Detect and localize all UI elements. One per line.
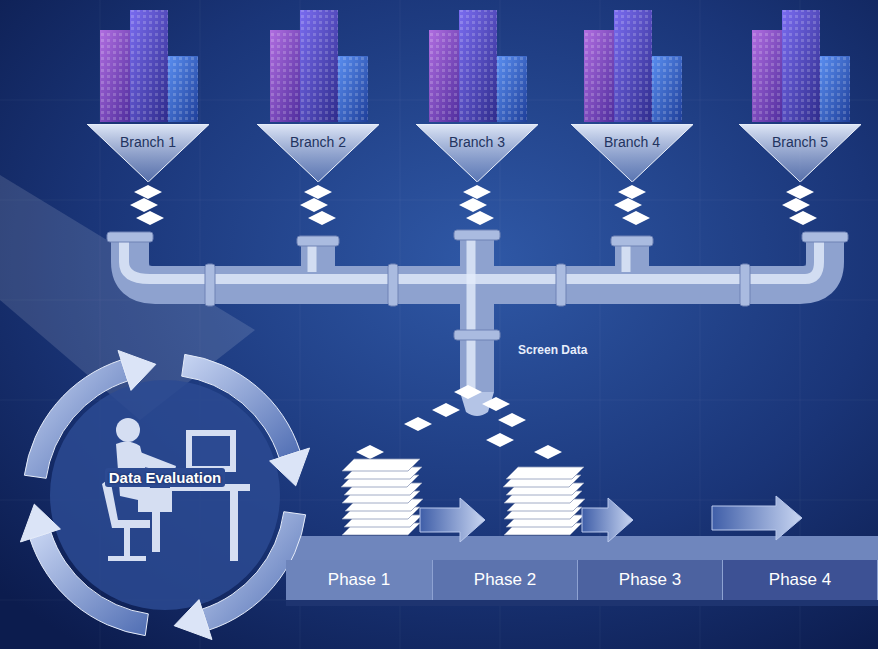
- branch-name: Branch 3: [416, 124, 538, 150]
- phase-name: Phase 3: [619, 570, 681, 590]
- funnel-shape: [571, 124, 693, 182]
- branch-name: Branch 1: [87, 124, 209, 150]
- phase-name: Phase 2: [474, 570, 536, 590]
- branch-funnel: Branch 4: [571, 124, 693, 182]
- funnel-shape: [416, 124, 538, 182]
- phase-band: Phase 2: [433, 560, 578, 600]
- process-label: Data Evaluation: [105, 468, 226, 487]
- phase-band: Phase 1: [286, 560, 433, 600]
- flow-label: Screen Data: [518, 343, 587, 357]
- phase-name: Phase 1: [328, 570, 390, 590]
- branch-funnel: Branch 3: [416, 124, 538, 182]
- phase-band: Phase 4: [723, 560, 878, 600]
- branch-funnel: Branch 5: [739, 124, 861, 182]
- branch-name: Branch 2: [257, 124, 379, 150]
- phase-name: Phase 4: [769, 570, 831, 590]
- funnel-shape: [87, 124, 209, 182]
- funnel-shape: [257, 124, 379, 182]
- evaluation-circle: Data Evaluation: [53, 383, 277, 607]
- branch-funnel: Branch 2: [257, 124, 379, 182]
- funnel-shape: [739, 124, 861, 182]
- branch-funnel: Branch 1: [87, 124, 209, 182]
- branch-name: Branch 4: [571, 124, 693, 150]
- branch-name: Branch 5: [739, 124, 861, 150]
- phase-band: Phase 3: [578, 560, 723, 600]
